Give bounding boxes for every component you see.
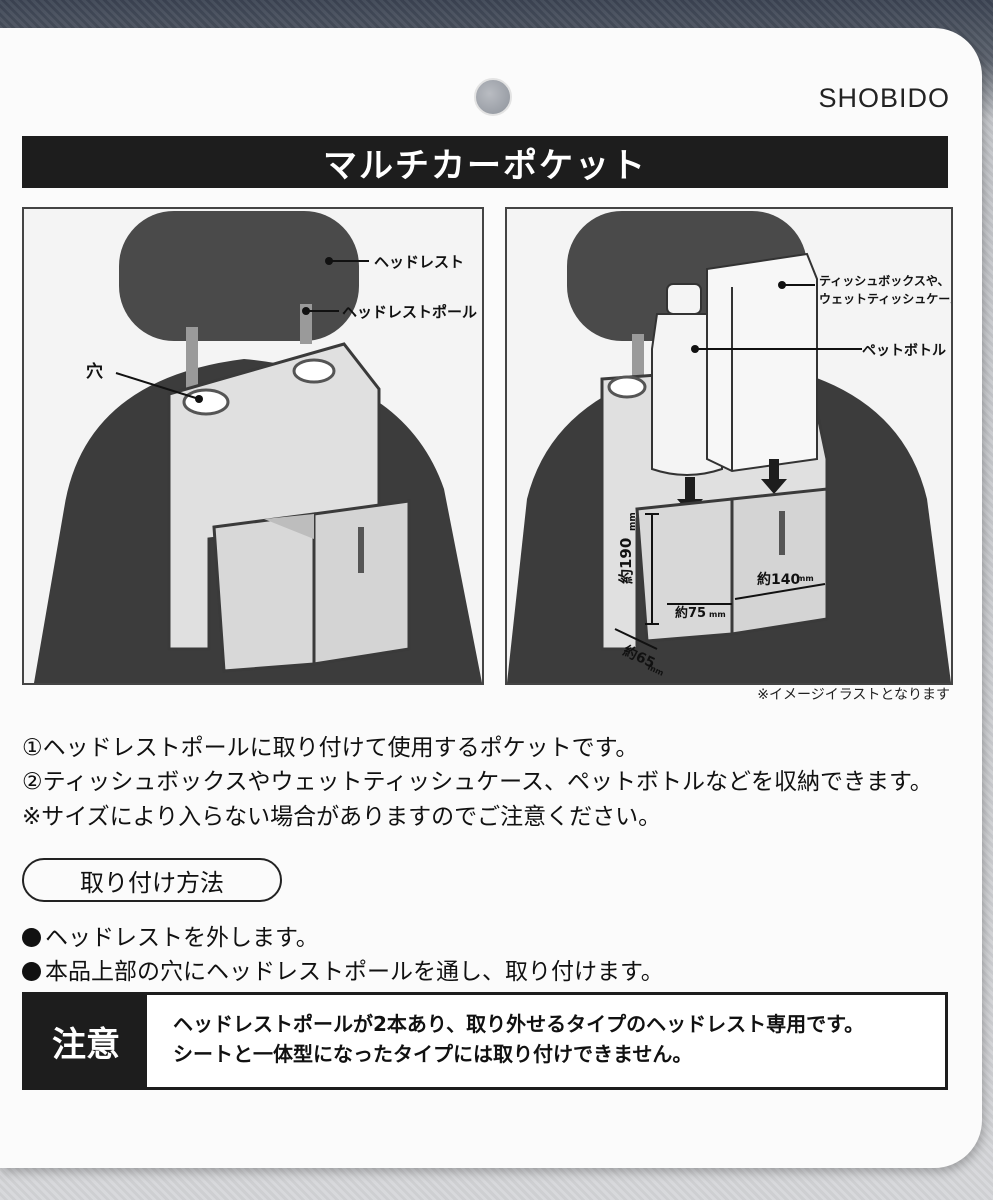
description-line-3: ※サイズにより入らない場合がありますのでご注意ください。 [22,804,662,830]
tissue-box [706,252,818,473]
product-title: マルチカーポケット [323,145,647,186]
caution-line-1: ヘッドレストポールが2本あり、取り外せるタイプのヘッドレスト専用です。 [173,1012,865,1036]
leader-dot-bottle [691,345,699,353]
pocket-tab [358,527,364,573]
caution-label: 注意 [25,995,147,1087]
dim-height-value: 約190 [617,538,635,584]
pocket-divider [264,514,314,539]
illustration-note: ※イメージイラストとなります [757,687,950,703]
flap-hole-right [292,358,336,384]
method-title-pill: 取り付け方法 [22,858,282,902]
label-tissue-line2: ウェットティッシュケース [819,292,951,306]
product-title-bar: マルチカーポケット [22,136,948,188]
label-hole: 穴 [86,361,103,382]
dim-width-large-unit: mm [797,574,814,583]
pocket-right-right-panel [730,487,829,636]
dim-line-large-width [734,583,826,600]
leader-hole [115,372,200,400]
dim-width-large-value: 約140 [757,571,800,588]
pole-left [186,327,198,397]
label-headrest-pole: ヘッドレストポール [342,303,477,321]
flap-hole-right-panel [607,375,647,399]
caution-line-2: シートと一体型になったタイプには取り付けできません。 [173,1042,693,1066]
bottle-cap [666,283,702,315]
description-line-2: ②ティッシュボックスやウェットティッシュケース、ペットボトルなどを収納できます。 [22,769,933,795]
leader-dot-pole [302,307,310,315]
headrest-shape [119,211,359,341]
dim-width-small-value: 約75 [675,605,706,621]
brand-name: SHOBIDO [818,83,950,113]
description-line-1: ①ヘッドレストポールに取り付けて使用するポケットです。 [22,735,639,761]
pocket-front-left [212,512,316,673]
method-step-2-text: 本品上部の穴にヘッドレストポールを通し、取り付けます。 [45,959,664,985]
label-tissue-line1: ティッシュボックスや、 [819,273,950,288]
method-title: 取り付け方法 [80,868,224,897]
method-step-1-text: ヘッドレストを外します。 [45,925,319,951]
flap-hole-left [182,388,230,416]
leader-dot-hole [195,395,203,403]
hang-hole [474,78,512,116]
method-step-1: ヘッドレストを外します。 [22,918,319,952]
pocket-tab-right [779,511,785,555]
dim-width-small-unit: mm [709,610,726,619]
label-bottle: ペットボトル [862,343,946,359]
leader-dot-headrest [325,257,333,265]
bullet-icon [22,928,41,947]
arrow-tissue [761,459,787,494]
method-step-2: 本品上部の穴にヘッドレストポールを通し、取り付けます。 [22,952,664,986]
label-headrest: ヘッドレスト [374,253,464,271]
caution-box: 注意 ヘッドレストポールが2本あり、取り外せるタイプのヘッドレスト専用です。 シ… [22,992,948,1090]
illustration-installation: ヘッドレスト ヘッドレストポール 穴 [22,207,484,685]
caution-text: ヘッドレストポールが2本あり、取り外せるタイプのヘッドレスト専用です。 シートと… [173,1009,864,1069]
dim-line-depth [614,628,658,650]
pole-left-right [632,334,644,379]
usage-drawing: 約190 mm 約75 mm 約140 mm 約65 mm ティッシュボックスや… [507,211,951,683]
pole-right [300,304,312,344]
leader-dot-tissue [778,281,786,289]
bullet-icon [22,962,41,981]
illustration-usage: 約190 mm 約75 mm 約140 mm 約65 mm ティッシュボックスや… [505,207,953,685]
installation-drawing: ヘッドレスト ヘッドレストポール 穴 [34,211,482,683]
dim-height-unit: mm [628,512,638,531]
pocket-front-right [312,499,411,666]
